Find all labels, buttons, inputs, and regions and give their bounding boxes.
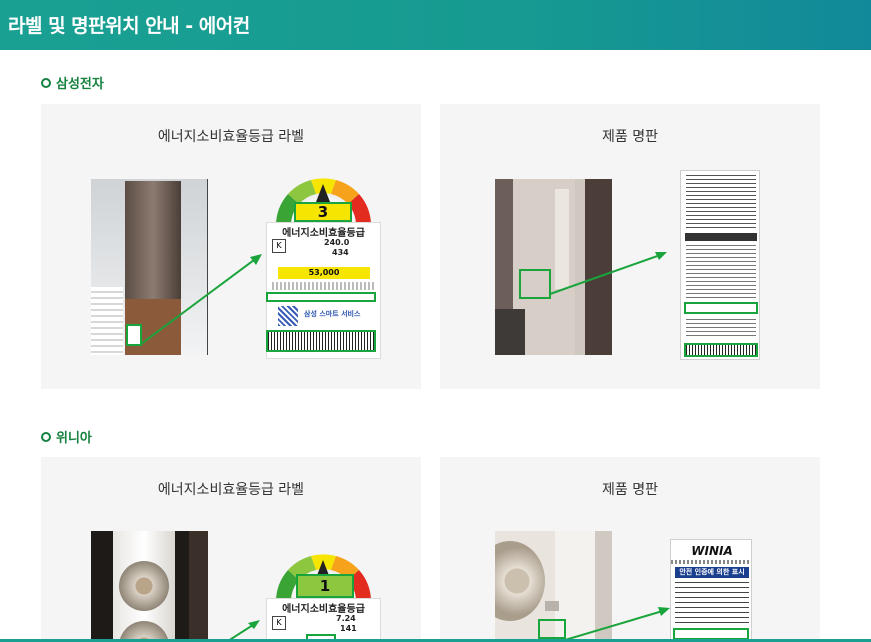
energy-label-panel-winia: 에너지소비효율등급 라벨 1 에너지소비효율등급 K 7.24 141 <box>41 457 421 642</box>
nameplate-location-highlight <box>519 269 551 299</box>
label-value-2: 434 <box>332 248 349 257</box>
bottom-border <box>0 639 871 642</box>
nameplate-illustration: WINIA 안전 인증에 의한 표시 <box>670 539 752 642</box>
energy-label-panel-samsung: 에너지소비효율등급 라벨 3 에너지소비효율등급 K 240.0 434 53,… <box>41 104 421 389</box>
energy-label-illustration: 3 에너지소비효율등급 K 240.0 434 53,000 삼성 스마트 서비… <box>266 164 381 359</box>
section-title: 삼성전자 <box>56 77 104 92</box>
pointer-arrow <box>564 607 670 641</box>
label-location-highlight <box>126 324 142 346</box>
section-title: 위니아 <box>56 431 92 446</box>
page-title: 라벨 및 명판위치 안내 - 에어컨 <box>8 15 250 37</box>
aircon-side-photo <box>495 531 612 642</box>
brand-logo: WINIA <box>691 544 733 558</box>
service-text: 삼성 스마트 서비스 <box>304 310 361 318</box>
label-value-1: 240.0 <box>324 238 350 247</box>
aircon-side-photo <box>495 179 612 355</box>
section-heading-samsung: 삼성전자 <box>41 73 104 92</box>
nameplate-illustration <box>680 170 760 360</box>
circle-bullet-icon <box>41 431 51 442</box>
pointer-arrow <box>140 254 262 345</box>
nameplate-panel-samsung: 제품 명판 <box>440 104 820 389</box>
circle-bullet-icon <box>41 77 51 88</box>
model-highlight <box>306 634 336 642</box>
plate-banner: 안전 인증에 의한 표시 <box>675 567 749 578</box>
energy-label-illustration: 1 에너지소비효율등급 K 7.24 141 <box>266 540 381 642</box>
label-heading: 에너지소비효율등급 <box>282 604 365 615</box>
barcode-highlight <box>266 330 376 352</box>
barcode-highlight <box>684 343 758 357</box>
nameplate-panel-winia: 제품 명판 WINIA 안전 인증에 의한 표시 <box>440 457 820 642</box>
model-name-highlight <box>684 302 758 314</box>
model-highlight <box>266 292 376 302</box>
grade-highlight: 3 <box>294 202 352 222</box>
nameplate-location-highlight <box>538 619 566 639</box>
label-cost: 53,000 <box>278 267 370 279</box>
aircon-photo <box>91 179 208 355</box>
section-heading-winia: 위니아 <box>41 427 92 446</box>
panel-title: 에너지소비효율등급 라벨 <box>157 129 305 145</box>
label-heading: 에너지소비효율등급 <box>282 228 365 239</box>
panel-title: 제품 명판 <box>602 129 658 145</box>
label-value-1: 7.24 <box>336 614 356 623</box>
pointer-arrow <box>227 620 260 642</box>
kc-icon: K <box>272 616 286 630</box>
grade-gauge <box>274 554 373 602</box>
grade-highlight: 1 <box>296 574 354 598</box>
aircon-photo <box>91 531 208 642</box>
pointer-arrow <box>549 252 667 295</box>
qr-code <box>278 306 298 326</box>
panel-title: 에너지소비효율등급 라벨 <box>157 482 305 498</box>
label-value-2: 141 <box>340 624 357 633</box>
kc-icon: K <box>272 239 286 253</box>
panel-title: 제품 명판 <box>602 482 658 498</box>
page-header: 라벨 및 명판위치 안내 - 에어컨 <box>0 0 871 50</box>
grade-gauge <box>274 178 373 226</box>
